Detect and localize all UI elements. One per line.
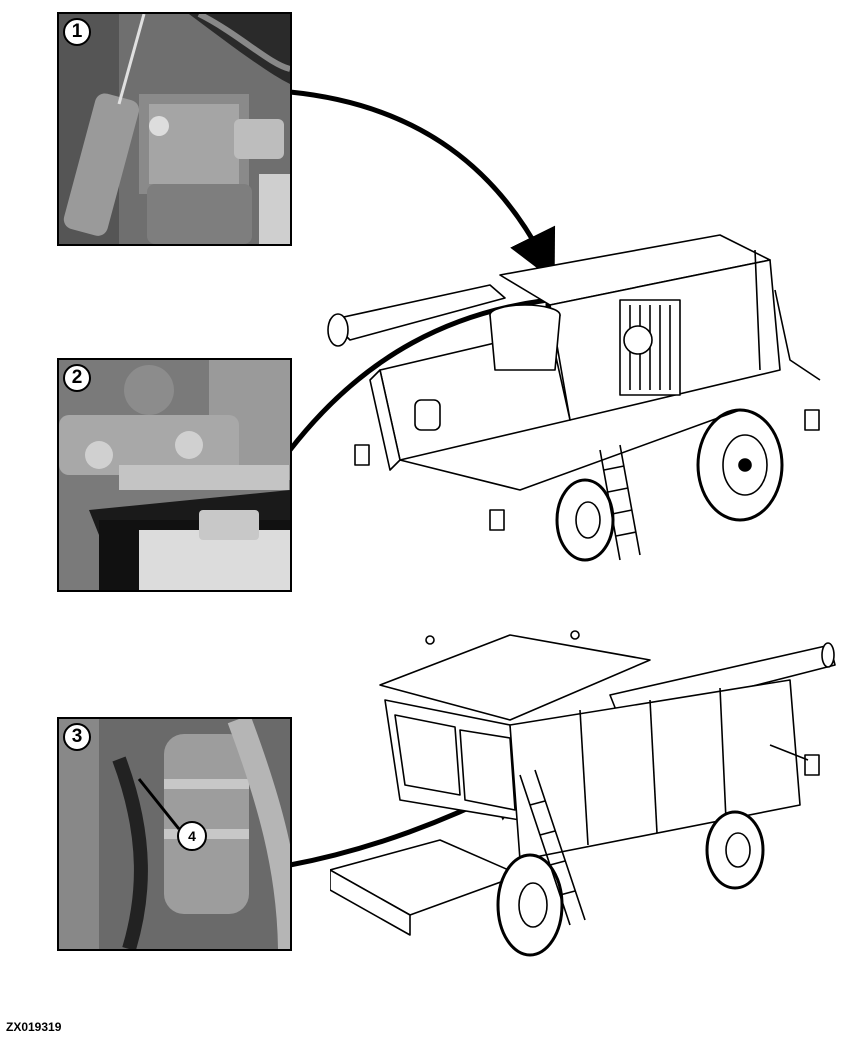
fuel-filter-photo-icon [59,14,290,244]
arrow-1 [289,89,556,282]
fuel-pump-battery-photo-icon [59,360,290,590]
fuel-water-separator-photo-icon: 4 [59,719,290,949]
figure-code: ZX019319 [6,1020,62,1034]
svg-text:4: 4 [188,828,196,844]
photo-1: 1 [57,12,292,246]
photo-3: 4 3 [57,717,292,951]
callout-badge: 2 [63,364,91,392]
callout-badge: 3 [63,723,91,751]
combine-harvester-front-view-icon [330,630,836,957]
callout-badge: 1 [63,18,91,46]
photo-2: 2 [57,358,292,592]
arrow-2 [288,274,595,452]
combine-harvester-rear-view-icon [327,234,821,562]
